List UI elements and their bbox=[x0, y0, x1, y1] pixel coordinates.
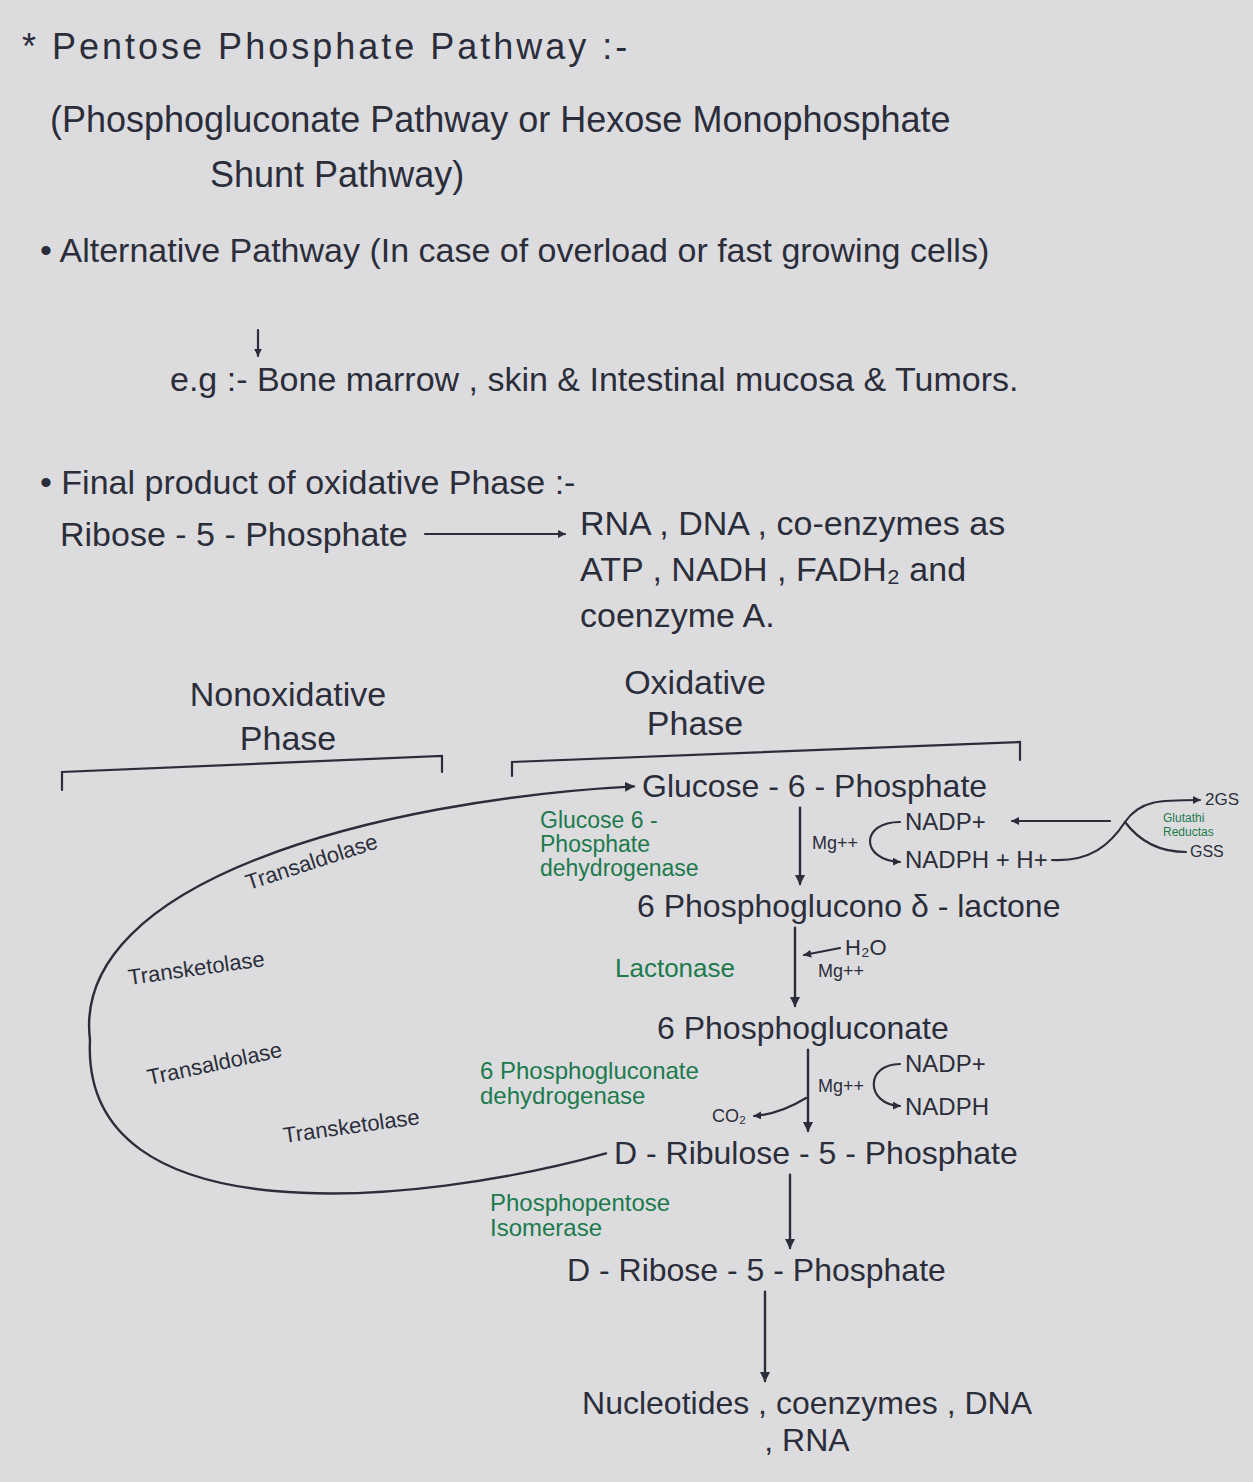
reaction-arrow bbox=[799, 808, 801, 884]
bullet-note: • Alternative Pathway (In case of overlo… bbox=[40, 220, 1040, 280]
cofactor: NADPH bbox=[905, 1093, 989, 1121]
compound-node: D - Ribulose - 5 - Phosphate bbox=[612, 1135, 1020, 1172]
cofactor: NADP+ bbox=[905, 1050, 986, 1078]
cofactor-arrow bbox=[870, 822, 900, 862]
phase-bracket bbox=[62, 756, 442, 790]
enzyme-name: 6 Phosphogluconate dehydrogenase bbox=[480, 1058, 780, 1108]
compound-node: Nucleotides , coenzymes , DNA , RNA bbox=[575, 1385, 1039, 1459]
cofactor: NADP+ bbox=[905, 808, 986, 836]
compound-node: 6 Phosphoglucono δ - lactone bbox=[635, 888, 1062, 925]
compound-node: Glucose - 6 - Phosphate bbox=[640, 768, 989, 805]
bullet-note: • Final product of oxidative Phase :- bbox=[40, 460, 575, 504]
product-arrow bbox=[425, 533, 565, 535]
product-name: Ribose - 5 - Phosphate bbox=[60, 512, 408, 556]
enzyme-name: Glucose 6 - Phosphate dehydrogenase bbox=[540, 808, 740, 880]
cofactor: H₂O bbox=[845, 935, 887, 961]
compound-name: Glucose - 6 - Phosphate bbox=[642, 768, 987, 805]
reaction-arrow bbox=[794, 928, 796, 1006]
cofactor-arrow bbox=[874, 1064, 900, 1106]
down-arrow bbox=[257, 330, 259, 356]
subtitle: (Phosphogluconate Pathway or Hexose Mono… bbox=[50, 92, 1050, 202]
reaction-arrow bbox=[789, 1175, 791, 1248]
reaction-arrow bbox=[807, 1050, 809, 1131]
enzyme-name: Lactonase bbox=[615, 955, 735, 982]
enzyme-name: Transaldolase bbox=[242, 829, 380, 895]
compound-name: D - Ribulose - 5 - Phosphate bbox=[614, 1135, 1018, 1172]
cofactor-arrow bbox=[1012, 820, 1110, 822]
enzyme-name: Transketolase bbox=[282, 1104, 422, 1148]
product-uses: RNA , DNA , co-enzymes as ATP , NADH , F… bbox=[580, 500, 1060, 638]
enzyme-name: Phosphopentose Isomerase bbox=[490, 1190, 730, 1240]
enzyme-name: Glutathi bbox=[1163, 811, 1204, 825]
compound-name: 6 Phosphogluconate bbox=[657, 1010, 949, 1047]
cofactor-arrow bbox=[804, 948, 840, 955]
cofactor: GSS bbox=[1190, 842, 1224, 862]
compound-name: 6 Phosphoglucono δ - lactone bbox=[637, 888, 1060, 925]
cofactor: Mg++ bbox=[818, 1075, 864, 1097]
cofactor: Mg++ bbox=[812, 832, 858, 854]
cofactor-arrow bbox=[754, 1098, 806, 1116]
cofactor: NADPH + H+ bbox=[905, 846, 1048, 874]
page-title: * Pentose Phosphate Pathway :- bbox=[22, 26, 630, 68]
enzyme-name: Transaldolase bbox=[145, 1037, 285, 1090]
enzyme-name: Reductas bbox=[1163, 825, 1214, 839]
phase-heading: Nonoxidative Phase bbox=[138, 672, 438, 760]
cofactor: CO₂ bbox=[712, 1105, 746, 1127]
example-note: e.g :- Bone marrow , skin & Intestinal m… bbox=[170, 352, 1050, 407]
compound-name: D - Ribose - 5 - Phosphate bbox=[567, 1252, 946, 1289]
cofactor: 2GS bbox=[1205, 790, 1239, 810]
compound-node: D - Ribose - 5 - Phosphate bbox=[565, 1252, 948, 1289]
cofactor: Mg++ bbox=[818, 960, 864, 982]
enzyme-name: Transketolase bbox=[127, 946, 267, 990]
reaction-arrow bbox=[764, 1292, 766, 1381]
compound-node: 6 Phosphogluconate bbox=[655, 1010, 951, 1047]
phase-heading: Oxidative Phase bbox=[575, 662, 815, 744]
compound-name: Nucleotides , coenzymes , DNA , RNA bbox=[577, 1385, 1037, 1459]
